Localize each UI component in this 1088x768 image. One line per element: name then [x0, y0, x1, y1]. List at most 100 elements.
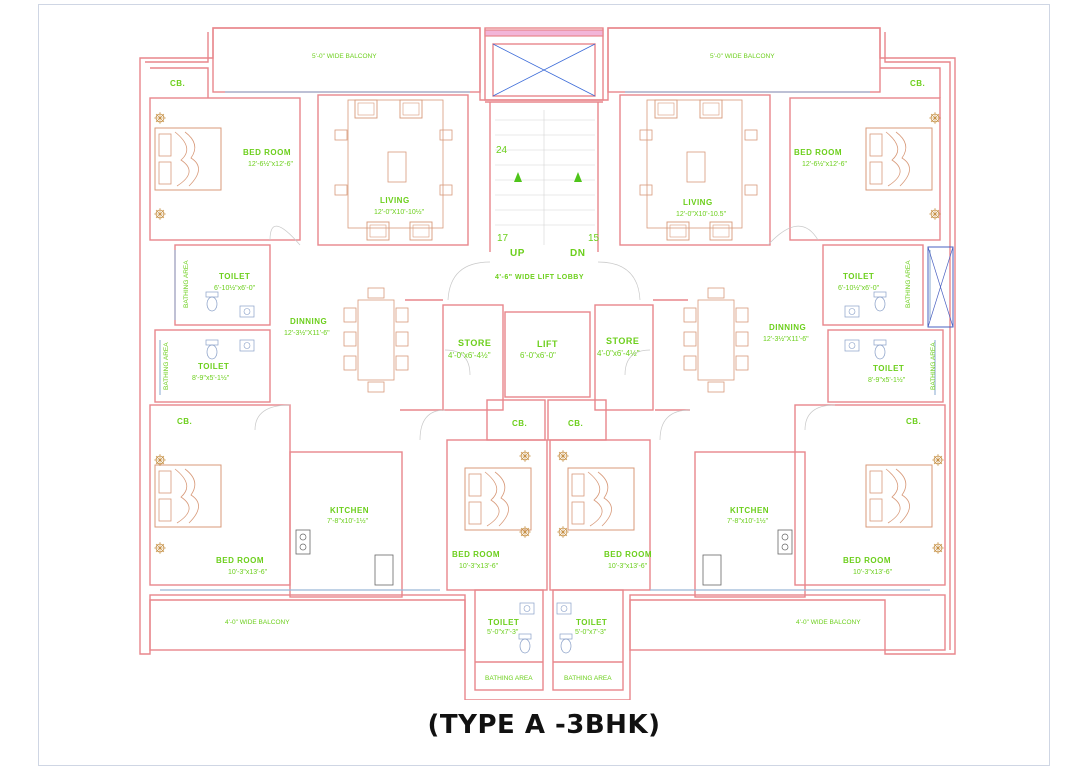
bed-bottom-center-left	[464, 467, 532, 531]
balcony-top-right	[607, 27, 881, 93]
store-left-dim: 4'-0"x6'-4½"	[448, 351, 491, 360]
door-swings	[254, 225, 836, 441]
toilet-top-right-dim: 6'-10½"x6'-0"	[838, 284, 880, 292]
lift-lobby-label: 4'-6" WIDE LIFT LOBBY	[495, 274, 584, 281]
step-15: 15	[588, 233, 600, 244]
balcony-bottom-right-label: 4'-0" WIDE BALCONY	[796, 619, 861, 626]
balcony-top-left	[212, 27, 481, 93]
room-labels: 5'-0" WIDE BALCONY 5'-0" WIDE BALCONY CB…	[163, 53, 937, 682]
lamp-12	[556, 525, 570, 539]
step-24: 24	[496, 145, 508, 156]
outer-wall	[139, 27, 956, 700]
store-right	[594, 304, 654, 411]
toilet-mid-right-label: TOILET	[873, 364, 904, 373]
bedroom-top-right	[789, 97, 941, 241]
toilet-mid-left-dim: 8'-9"x5'-1½"	[192, 374, 230, 382]
toilet-bottom-right	[552, 589, 624, 691]
dinning-right-label: DINNING	[769, 323, 806, 332]
store-right-dim: 4'-0"x6'-4½"	[597, 349, 640, 358]
toilet-bottom-left-label: TOILET	[488, 618, 519, 627]
dining-table-right	[683, 287, 749, 393]
bed-bottom-center-right	[567, 467, 635, 531]
living-left-dim: 12'-0"X10'-10½"	[374, 208, 425, 216]
stair-duct	[492, 43, 596, 97]
store-right-label: STORE	[606, 336, 639, 346]
bed-top-left	[154, 127, 222, 191]
toilet-mid-left	[154, 329, 271, 403]
balcony-top-left-label: 5'-0" WIDE BALCONY	[312, 53, 377, 60]
balcony-top-right-label: 5'-0" WIDE BALCONY	[710, 53, 775, 60]
lift-shaft	[504, 311, 591, 398]
lift-label: LIFT	[537, 339, 558, 349]
kitchen-right-label: KITCHEN	[730, 506, 769, 515]
stair-down-label: DN	[570, 248, 585, 259]
bathing-top-left-label: BATHING AREA	[183, 260, 190, 308]
kitchen-left	[289, 451, 403, 598]
bedroom-top-left-label: BED ROOM	[243, 148, 291, 157]
windows	[159, 29, 954, 591]
cb-center-left-label: CB.	[512, 419, 527, 428]
bedroom-bottom-center-right-dim: 10'-3"x13'-6"	[608, 563, 648, 570]
lamp-8	[931, 541, 945, 555]
kitchen-left-label: KITCHEN	[330, 506, 369, 515]
bedroom-bottom-center-right-label: BED ROOM	[604, 550, 652, 559]
lamp-5	[153, 453, 167, 467]
stair-arrow-down-icon	[574, 172, 582, 182]
stair-treads	[495, 110, 595, 245]
lamp-11	[556, 449, 570, 463]
bedroom-bottom-right-label: BED ROOM	[843, 556, 891, 565]
toilet-top-left-dim: 6'-10½"x6'-0"	[214, 284, 256, 292]
toilet-top-right-label: TOILET	[843, 272, 874, 281]
bedroom-bottom-left-label: BED ROOM	[216, 556, 264, 565]
bedroom-bottom-center-left-dim: 10'-3"x13'-6"	[459, 563, 499, 570]
toilet-mid-left-label: TOILET	[198, 362, 229, 371]
lamp-2	[153, 207, 167, 221]
toilet-top-left-label: TOILET	[219, 272, 250, 281]
floor-plan: 5'-0" WIDE BALCONY 5'-0" WIDE BALCONY CB…	[139, 27, 956, 700]
toilet-bottom-left	[474, 589, 544, 691]
balcony-bottom-right	[629, 594, 946, 651]
bed-top-right	[865, 127, 933, 191]
balcony-bottom-left-label: 4'-0" WIDE BALCONY	[225, 619, 290, 626]
toilet-bottom-left-dim: 5'-0"x7'-3"	[487, 629, 519, 636]
bathing-mid-left-label: BATHING AREA	[163, 342, 170, 390]
furniture	[153, 99, 945, 654]
living-right-dim: 12'-0"X10'-10.5"	[676, 211, 727, 218]
lamp-4	[928, 207, 942, 221]
toilet-bottom-right-label: TOILET	[576, 618, 607, 627]
store-left	[442, 304, 504, 411]
dining-table-left	[343, 287, 409, 393]
walls	[139, 27, 956, 700]
dinning-left-dim: 12'-3½"X11'-6"	[284, 329, 330, 337]
bedroom-top-left	[149, 97, 301, 241]
dinning-left-label: DINNING	[290, 317, 327, 326]
living-right-label: LIVING	[683, 198, 713, 207]
kitchen-right	[694, 451, 806, 598]
bedroom-top-right-label: BED ROOM	[794, 148, 842, 157]
dinning-right-dim: 12'-3½"X11'-6"	[763, 335, 809, 343]
bedroom-bottom-right	[794, 404, 946, 586]
cb-bottom-right-label: CB.	[906, 417, 921, 426]
bed-bottom-left	[154, 464, 222, 528]
bedroom-top-left-dim: 12'-6½"x12'-6"	[248, 160, 294, 168]
bathing-bottom-right-label: BATHING AREA	[564, 675, 612, 682]
plan-title: (TYPE A -3BHK)	[427, 710, 661, 740]
living-right	[619, 94, 771, 246]
lamp-9	[518, 449, 532, 463]
lift-dim: 6'-0"x6'-0"	[520, 351, 556, 360]
toilet-mid-right	[827, 329, 944, 403]
lamp-10	[518, 525, 532, 539]
kitchen-right-dim: 7'-8"x10'-1½"	[727, 517, 769, 525]
bedroom-bottom-center-left-label: BED ROOM	[452, 550, 500, 559]
living-left-label: LIVING	[380, 196, 410, 205]
bedroom-bottom-left-dim: 10'-3"x13'-6"	[228, 569, 268, 576]
balcony-bottom-left	[149, 594, 466, 651]
drawing-sheet-border	[38, 4, 1050, 766]
bed-bottom-right	[865, 464, 933, 528]
toilet-mid-right-dim: 8'-9"x5'-1½"	[868, 376, 906, 384]
cb-bottom-left-label: CB.	[177, 417, 192, 426]
stair-details	[492, 43, 596, 97]
lamp-6	[153, 541, 167, 555]
toilet-bottom-right-dim: 5'-0"x7'-3"	[575, 629, 607, 636]
toilet-top-right	[822, 244, 924, 326]
